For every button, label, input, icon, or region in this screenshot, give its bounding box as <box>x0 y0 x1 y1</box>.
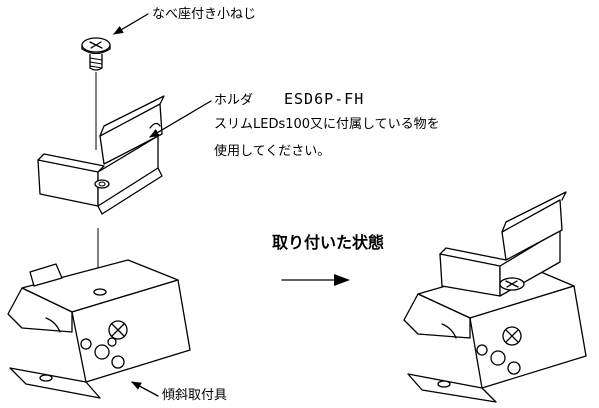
holder-clip <box>37 95 165 215</box>
holder-note-line2: 使用してください。 <box>214 144 331 159</box>
holder-note-line1: スリムLEDs100又に付属している物を <box>214 117 440 132</box>
pan-head-screw <box>81 37 111 71</box>
tilt-bracket <box>7 259 191 399</box>
holder-label-prefix: ホルダ <box>214 93 254 108</box>
bracket-leader-line <box>131 381 159 397</box>
holder-leader-line <box>149 100 212 138</box>
assembled-unit <box>403 191 587 403</box>
mounted-state-label: 取り付いた状態 <box>272 233 385 252</box>
transition-arrow-head <box>334 274 350 286</box>
bracket-label: 傾斜取付具 <box>162 388 228 403</box>
screw-leader-line <box>113 13 149 35</box>
screw-label: なべ座付き小ねじ <box>152 7 257 22</box>
holder-model-label: ESD6P-FH <box>284 90 365 108</box>
